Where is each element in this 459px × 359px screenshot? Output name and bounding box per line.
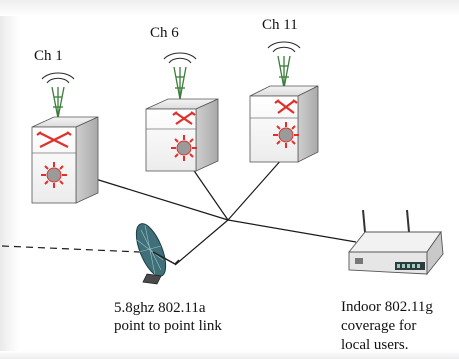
- dish-caption-line1: 5.8ghz 802.11a: [114, 300, 206, 316]
- router-caption-line1: Indoor 802.11g: [341, 299, 433, 315]
- link-ch1: [88, 176, 229, 221]
- starburst-icon: [41, 162, 67, 188]
- dish-caption-line2: point to point link: [114, 318, 222, 334]
- dashed-remote-link: [1, 245, 141, 253]
- channel-label-ch1: Ch 1: [34, 48, 63, 64]
- router-caption-line3: local users.: [341, 337, 409, 353]
- cross-icon: [172, 111, 196, 125]
- starburst-icon: [273, 122, 299, 148]
- antenna-icon: [267, 41, 301, 89]
- satellite-dish-icon: [135, 223, 180, 285]
- access-point-ch1: [31, 72, 99, 204]
- access-point-ch11: [249, 41, 319, 163]
- background-top-shade: [0, 0, 459, 16]
- router-caption-line2: coverage for: [341, 318, 417, 334]
- cross-icon: [274, 99, 298, 114]
- channel-label-ch6: Ch 6: [150, 25, 179, 41]
- cross-icon: [36, 131, 72, 148]
- background-bottom-shade: [0, 351, 459, 359]
- antenna-icon: [41, 72, 75, 119]
- link-ch6: [187, 161, 229, 221]
- link-router: [227, 219, 357, 243]
- connection-lines: [1, 149, 357, 266]
- router-icon: [348, 209, 444, 276]
- access-point-ch6: [145, 52, 219, 172]
- antenna-icon: [163, 52, 197, 100]
- link-dish: [174, 219, 229, 266]
- starburst-icon: [171, 135, 197, 161]
- channel-label-ch11: Ch 11: [262, 17, 298, 33]
